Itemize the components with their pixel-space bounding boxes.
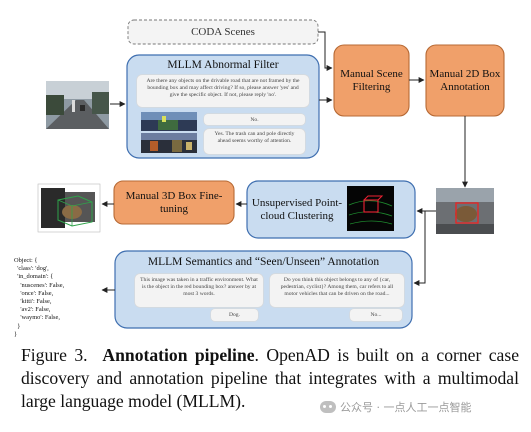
semantics-question-2: Do you think this object belongs to any …	[270, 274, 404, 307]
dog-3d-box-image	[37, 183, 101, 233]
filter-answer-yes: Yes. The trash can and pole directly ahe…	[204, 129, 305, 154]
caption-title: Annotation pipeline	[102, 345, 255, 365]
semantics-answer-2: No...	[350, 309, 402, 321]
point-cloud-image	[347, 186, 394, 231]
clustering-label: Unsupervised Point-cloud Clustering	[251, 197, 343, 222]
filter-answer-no: No.	[204, 114, 305, 125]
mllm-semantics-title: MLLM Semantics and “Seen/Unseen” Annotat…	[147, 255, 380, 268]
filter-thumbnails	[141, 112, 197, 153]
dog-2d-box-image	[436, 188, 494, 234]
caption-text: . OpenAD is built on a corner case disco…	[21, 345, 520, 411]
coda-scenes-box	[127, 19, 319, 45]
caption-prefix: Figure 3.	[21, 345, 88, 365]
watermark: 公众号 · 一点人工一点智能	[320, 399, 472, 415]
street-scene-image	[46, 81, 109, 129]
filter-question-bubble: Are there any objects on the drivable ro…	[137, 75, 309, 107]
manual-2d-box-label: Manual 2D Box Annotation	[429, 68, 501, 93]
semantics-question-1: This image was taken in a traffic enviro…	[135, 274, 263, 307]
scene-filtering-label: Manual Scene Filtering	[340, 68, 403, 93]
figure-caption: Figure 3. Annotation pipeline. OpenAD is…	[21, 344, 519, 413]
pipeline-figure: CODA Scenes MLLM Abnormal Filter Manual …	[14, 19, 505, 338]
mllm-filter-title: MLLM Abnormal Filter	[167, 58, 279, 71]
semantics-answer-1: Dog.	[211, 309, 258, 321]
json-annotation-output: Object: { 'class': 'dog', 'in_domain': {…	[14, 257, 65, 338]
wechat-icon	[320, 401, 336, 413]
coda-scenes-label: CODA Scenes	[191, 25, 255, 38]
watermark-text: 公众号 · 一点人工一点智能	[340, 401, 472, 414]
manual-3d-box-label: Manual 3D Box Fine-tuning	[125, 190, 223, 215]
manual-3d-box	[113, 180, 235, 225]
